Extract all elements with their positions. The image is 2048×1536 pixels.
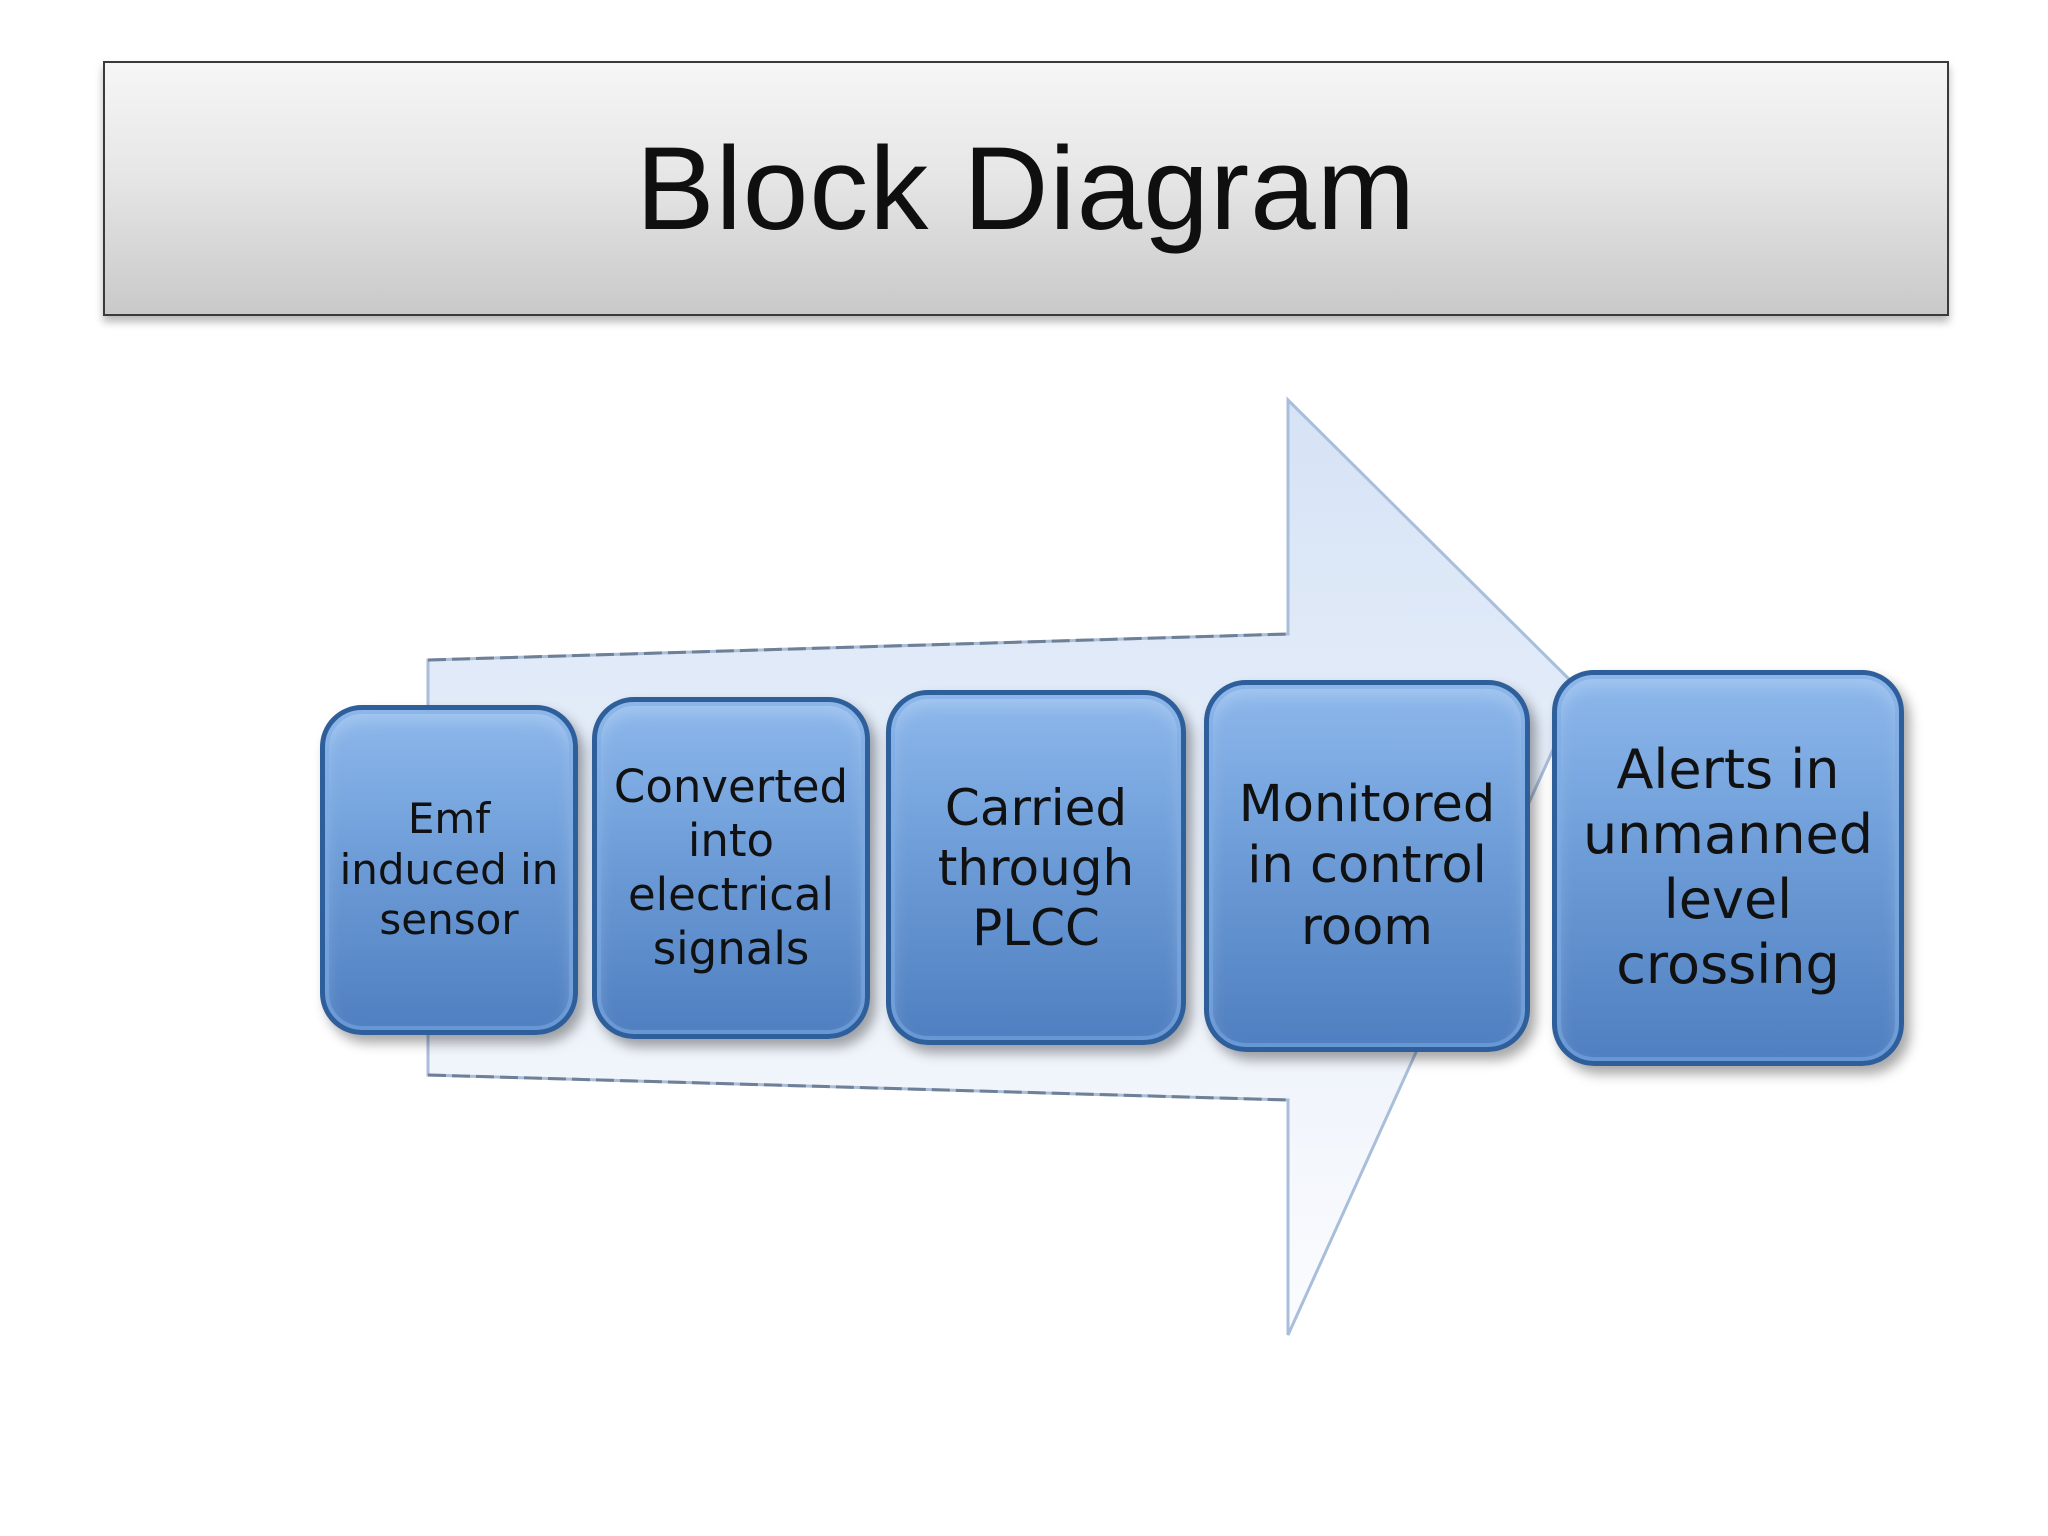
block-label: Alerts in unmanned level crossing <box>1582 738 1874 996</box>
title-bar: Block Diagram <box>103 61 1949 316</box>
flow-block-monitored-control-room: Monitored in control room <box>1204 680 1530 1052</box>
block-label: Carried through PLCC <box>937 778 1135 957</box>
flow-block-converted-signals: Converted into electrical signals <box>592 697 870 1039</box>
flow-block-carried-plcc: Carried through PLCC <box>886 690 1186 1045</box>
flow-block-emf-induced: Emf induced in sensor <box>320 705 578 1035</box>
block-label: Converted into electrical signals <box>613 760 849 975</box>
block-label: Emf induced in sensor <box>339 794 559 945</box>
flow-block-alerts-level-crossing: Alerts in unmanned level crossing <box>1552 670 1904 1066</box>
slide-title: Block Diagram <box>635 122 1417 255</box>
block-label: Monitored in control room <box>1238 775 1496 957</box>
